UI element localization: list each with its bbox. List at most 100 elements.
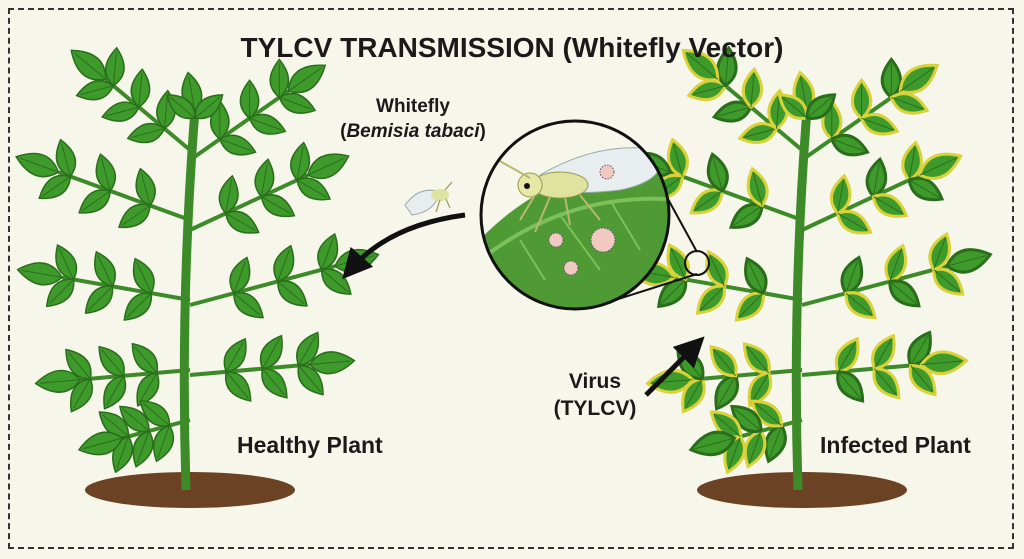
virus-label: Virus — [568, 370, 622, 393]
leaf — [136, 372, 160, 407]
leaf — [77, 431, 124, 456]
leaf — [730, 405, 763, 434]
leaf — [871, 193, 909, 218]
branch — [716, 77, 804, 152]
leaf — [714, 374, 739, 411]
virus-arrow — [644, 336, 705, 397]
leaf — [918, 152, 963, 180]
leaf — [705, 249, 729, 289]
leaf — [898, 63, 940, 94]
leaf — [260, 194, 296, 218]
leaf — [38, 174, 72, 200]
leaf — [805, 93, 837, 121]
branch — [800, 89, 902, 162]
infected-plant-label: Infected Plant — [820, 432, 971, 458]
leaf — [840, 255, 864, 296]
leaf — [889, 92, 930, 115]
branch — [801, 173, 921, 232]
leaf — [834, 336, 860, 374]
leaf — [239, 79, 260, 120]
leaf — [101, 101, 140, 122]
leaf — [69, 377, 94, 413]
leaf — [695, 284, 726, 315]
infected-plant — [625, 45, 993, 508]
leaf — [689, 188, 724, 215]
leaf — [744, 256, 768, 295]
leaf — [764, 423, 787, 464]
leaf — [259, 334, 283, 370]
leaf — [829, 173, 852, 216]
branch — [189, 173, 309, 232]
leaf — [945, 248, 993, 274]
leaf — [218, 134, 257, 156]
healthy-plant-label: Healthy Plant — [237, 432, 383, 458]
transmission-arrow — [342, 212, 466, 280]
leaf — [928, 231, 951, 272]
leaf — [15, 152, 60, 178]
leaf — [229, 256, 251, 295]
leaf — [34, 369, 82, 393]
leaf — [884, 243, 907, 284]
leaf — [907, 330, 932, 368]
leaf — [844, 291, 877, 320]
leaf — [666, 137, 689, 179]
whitefly-magnified — [497, 147, 662, 233]
leaf — [65, 348, 92, 380]
branch — [104, 77, 192, 152]
leaf — [729, 202, 764, 229]
paren-open: ( — [340, 121, 347, 142]
branch — [61, 275, 191, 302]
leaf — [297, 364, 324, 396]
leaf — [688, 430, 737, 457]
leaf — [105, 46, 125, 87]
healthy-plant — [15, 46, 380, 508]
leaf — [166, 94, 196, 120]
leaf — [777, 93, 809, 121]
paren-close: ) — [479, 121, 486, 142]
leaf — [871, 333, 896, 371]
diagram-title: TYLCV TRANSMISSION (Whitefly Vector) — [240, 32, 784, 63]
leaf — [742, 341, 771, 375]
leaf — [194, 94, 224, 120]
leaf — [98, 345, 125, 377]
leaf — [78, 189, 112, 214]
leaf — [254, 158, 275, 198]
virus-particle — [563, 260, 579, 276]
magnified-view — [479, 119, 710, 311]
leaf — [131, 342, 159, 374]
leaf — [278, 92, 317, 114]
leaf — [126, 122, 166, 144]
leaf — [224, 210, 260, 234]
leaf — [233, 291, 264, 319]
leaf — [919, 350, 969, 376]
leaf — [865, 156, 888, 199]
leaf — [139, 400, 171, 427]
leaf — [123, 292, 153, 321]
leaf — [287, 64, 327, 94]
leaf — [118, 405, 150, 433]
leaf — [94, 250, 116, 288]
leaf — [55, 138, 77, 178]
leaf — [70, 49, 107, 81]
leaf — [901, 140, 923, 182]
leaf — [103, 374, 127, 410]
magnified-leaf — [481, 166, 669, 309]
branch — [669, 170, 803, 222]
leaf — [118, 203, 151, 229]
leaf — [45, 278, 75, 308]
leaf — [224, 371, 252, 402]
branch — [692, 368, 803, 382]
zoom-target-circle — [684, 250, 710, 276]
branch — [80, 368, 191, 382]
branch — [121, 418, 191, 441]
leaf — [218, 174, 239, 215]
leaf — [681, 48, 720, 82]
leaf — [223, 337, 247, 373]
leaf — [269, 58, 290, 99]
leaf — [932, 267, 965, 296]
leaf — [859, 113, 900, 136]
leaf — [734, 291, 765, 322]
leaf — [743, 429, 767, 469]
soil-mound — [85, 472, 295, 508]
leaf — [261, 367, 288, 399]
